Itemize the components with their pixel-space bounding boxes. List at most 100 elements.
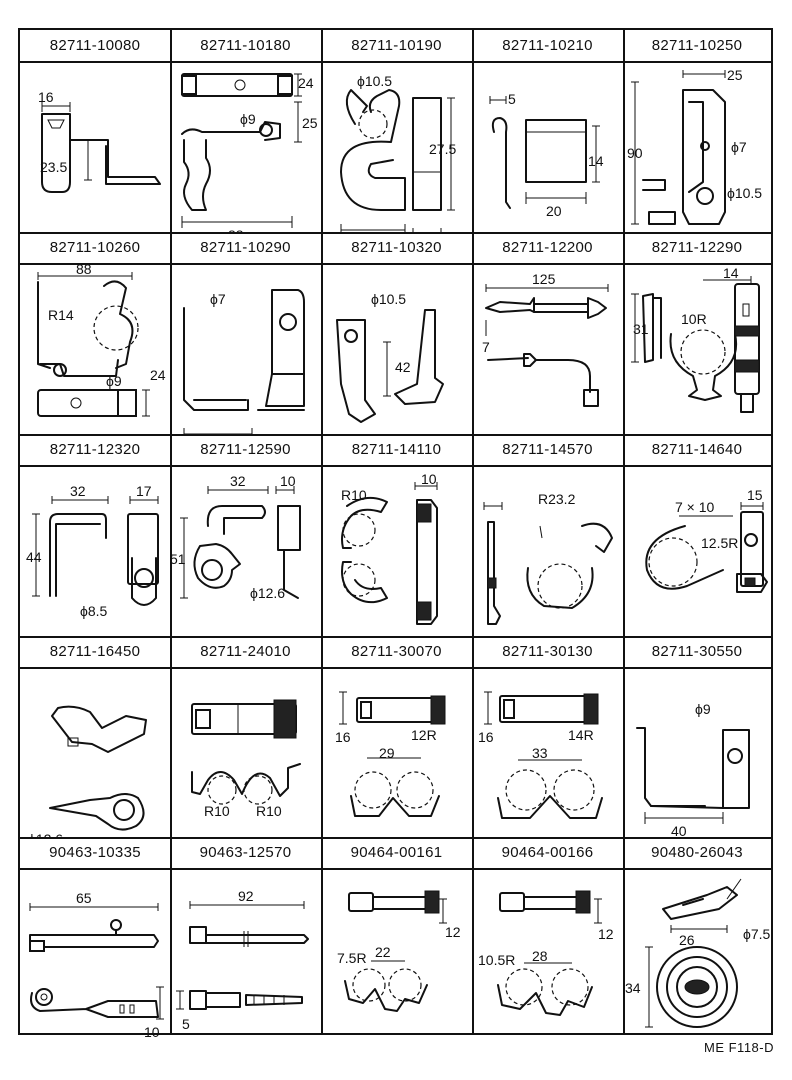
- drawing-line: [352, 968, 386, 1002]
- grid-column-divider: [170, 30, 172, 1033]
- drawing-line: [40, 993, 48, 1001]
- grid-row-divider: [20, 636, 771, 638]
- dimension-label: 25: [727, 67, 743, 83]
- drawing-line: [271, 289, 305, 375]
- grid-column-divider: [472, 30, 474, 1033]
- drawing-line: [156, 986, 164, 1020]
- drawing-line: [412, 97, 442, 211]
- drawing-line: [575, 890, 591, 914]
- part-number: 82711-10210: [502, 37, 593, 54]
- dimension-label: 22: [375, 944, 391, 960]
- part-number: 82711-10260: [49, 239, 141, 256]
- part-drawing: R23.2: [483, 491, 613, 625]
- dimension-label: 23.5: [40, 159, 67, 175]
- drawing-line: [416, 601, 432, 621]
- dimension-label: ϕ9: [240, 111, 256, 127]
- drawing-line: [742, 303, 750, 317]
- drawing-line: [740, 502, 764, 510]
- drawing-line: [279, 313, 297, 331]
- dimension-label: 42: [395, 359, 411, 375]
- dimension-label: 17: [136, 483, 152, 499]
- dimension-label: 7 × 10: [675, 499, 715, 515]
- drawing-line: [505, 769, 547, 811]
- grid-row-divider: [20, 434, 771, 436]
- part-drawing: ϕ10.527.52210: [340, 73, 456, 232]
- dimension-label: ϕ8.5: [80, 603, 108, 619]
- dimension-label: 12: [598, 926, 614, 942]
- drawing-line: [41, 113, 71, 193]
- dimension-label: 14R: [568, 727, 594, 743]
- drawing-line: [189, 990, 207, 1010]
- drawing-line: [682, 898, 704, 906]
- drawing-line: [340, 224, 406, 232]
- drawing-line: [131, 557, 157, 606]
- drawing-line: [243, 931, 249, 947]
- drawing-line: [388, 968, 422, 1002]
- dimension-label: 28: [532, 948, 548, 964]
- drawing-line: [669, 333, 737, 401]
- dimension-label: 90: [627, 145, 643, 161]
- part-number-row-divider: [20, 61, 771, 63]
- drawing-line: [253, 995, 285, 1005]
- dimension-label: ϕ9: [695, 701, 711, 717]
- drawing-line: [243, 775, 273, 805]
- dimension-label: 22: [355, 231, 371, 232]
- drawing-line: [129, 1004, 135, 1014]
- part-number: 82711-12320: [49, 441, 141, 458]
- drawing-line: [487, 577, 497, 589]
- drawing-line: [189, 926, 207, 944]
- dimension-label: 10: [280, 473, 296, 489]
- drawing-line: [39, 359, 119, 377]
- dimension-label: ϕ9: [106, 373, 122, 389]
- drawing-line: [51, 705, 147, 753]
- part-number: 90480-26043: [651, 844, 743, 861]
- drawing-line: [484, 691, 492, 725]
- dimension-label: 5: [508, 91, 516, 107]
- drawing-line: [49, 513, 107, 597]
- dimension-label: ϕ10.5: [727, 185, 762, 201]
- dimension-label: R10: [341, 487, 367, 503]
- drawing-line: [583, 389, 599, 407]
- part-number: 82711-10250: [651, 37, 743, 54]
- drawing-line: [207, 486, 269, 494]
- drawing-line: [339, 691, 347, 725]
- drawing-line: [47, 119, 65, 129]
- part-number: 82711-10190: [351, 37, 442, 54]
- drawing-line: [350, 795, 440, 817]
- drawing-line: [32, 513, 40, 597]
- drawing-line: [684, 979, 710, 995]
- drawing-line: [505, 968, 543, 1006]
- drawing-line: [67, 737, 79, 747]
- drawing-line: [736, 573, 768, 593]
- dimension-label: 92: [238, 888, 254, 904]
- drawing-line: [525, 119, 587, 183]
- drawing-line: [259, 123, 273, 137]
- drawing-line: [696, 187, 714, 205]
- drawing-line: [113, 799, 135, 821]
- drawing-line: [539, 525, 543, 539]
- part-number: 82711-10320: [351, 239, 442, 256]
- drawing-line: [206, 505, 266, 535]
- drawing-line: [29, 903, 159, 911]
- drawing-line: [142, 389, 150, 417]
- drawing-line: [341, 496, 388, 549]
- part-number: 90464-00161: [350, 844, 443, 861]
- drawing-line: [447, 97, 455, 211]
- dimension-label: 32: [230, 473, 246, 489]
- drawing-line: [656, 946, 738, 1028]
